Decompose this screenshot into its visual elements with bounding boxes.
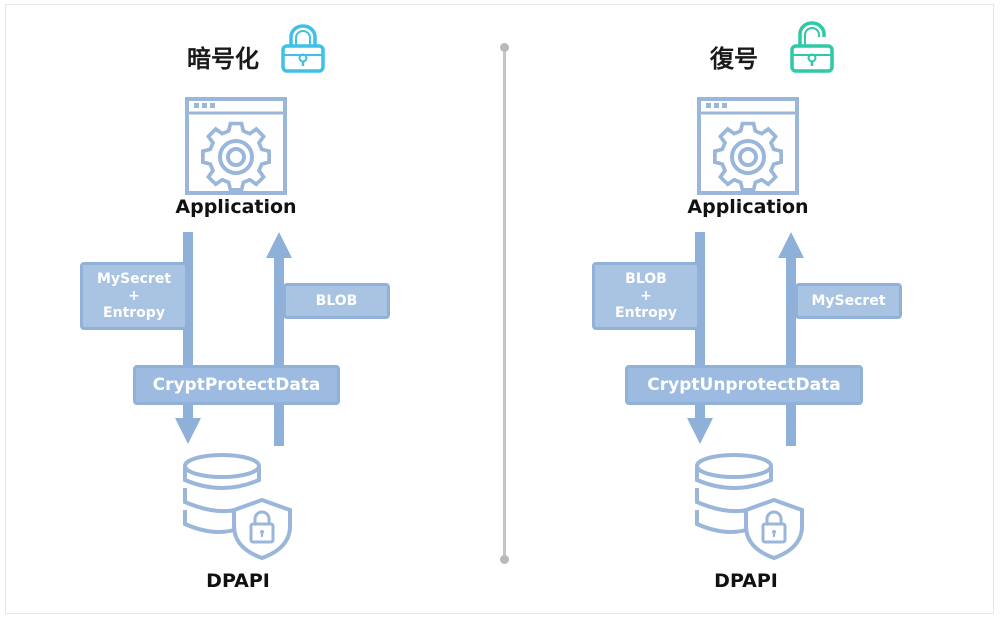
down-arrow-head [175,418,201,444]
crypt-protect-data-box: CryptProtectData [133,365,340,405]
database-shield-icon [695,453,804,561]
diagram-frame [5,4,994,614]
output-secret-label: MySecret [811,292,886,309]
lock-closed-icon [281,24,325,73]
decrypt-input-box: BLOB + Entropy [592,262,700,330]
down-arrow-head [687,418,713,444]
up-arrow-shaft [786,258,796,446]
down-arrow-shaft [183,232,193,418]
divider-bottom-dot [500,555,509,564]
input-plus-label: + [128,287,140,304]
encrypt-output-box: BLOB [283,283,390,319]
decrypt-application-label: Application [687,196,809,218]
database-shield-icon [183,453,292,561]
divider-top-dot [500,43,509,52]
encrypt-input-box: MySecret + Entropy [80,262,188,330]
down-arrow-shaft [695,232,705,418]
output-blob-label: BLOB [315,292,358,309]
encrypt-flow-arrows [175,232,292,446]
up-arrow-head [778,232,804,258]
decrypt-title: 復号 [710,45,758,73]
application-gear-icon [185,97,287,195]
input-blob-label: BLOB [625,270,667,287]
decrypt-flow-arrows [687,232,804,446]
encrypt-function-label: CryptProtectData [152,375,321,395]
decrypt-dpapi-label: DPAPI [714,570,778,592]
up-arrow-shaft [274,258,284,446]
encrypt-application-label: Application [175,196,297,218]
input-secret-label: MySecret [96,270,172,287]
up-arrow-head [266,232,292,258]
application-gear-icon [697,97,799,195]
encrypt-dpapi-label: DPAPI [206,570,270,592]
input-entropy-label: Entropy [615,304,677,321]
encrypt-title: 暗号化 [187,45,259,73]
section-divider [503,47,506,560]
input-entropy-label: Entropy [103,304,165,321]
decrypt-function-label: CryptUnprotectData [647,375,841,395]
decrypt-output-box: MySecret [795,283,902,319]
crypt-unprotect-data-box: CryptUnprotectData [625,365,863,405]
input-plus-label: + [640,287,652,304]
lock-open-icon [790,21,834,73]
